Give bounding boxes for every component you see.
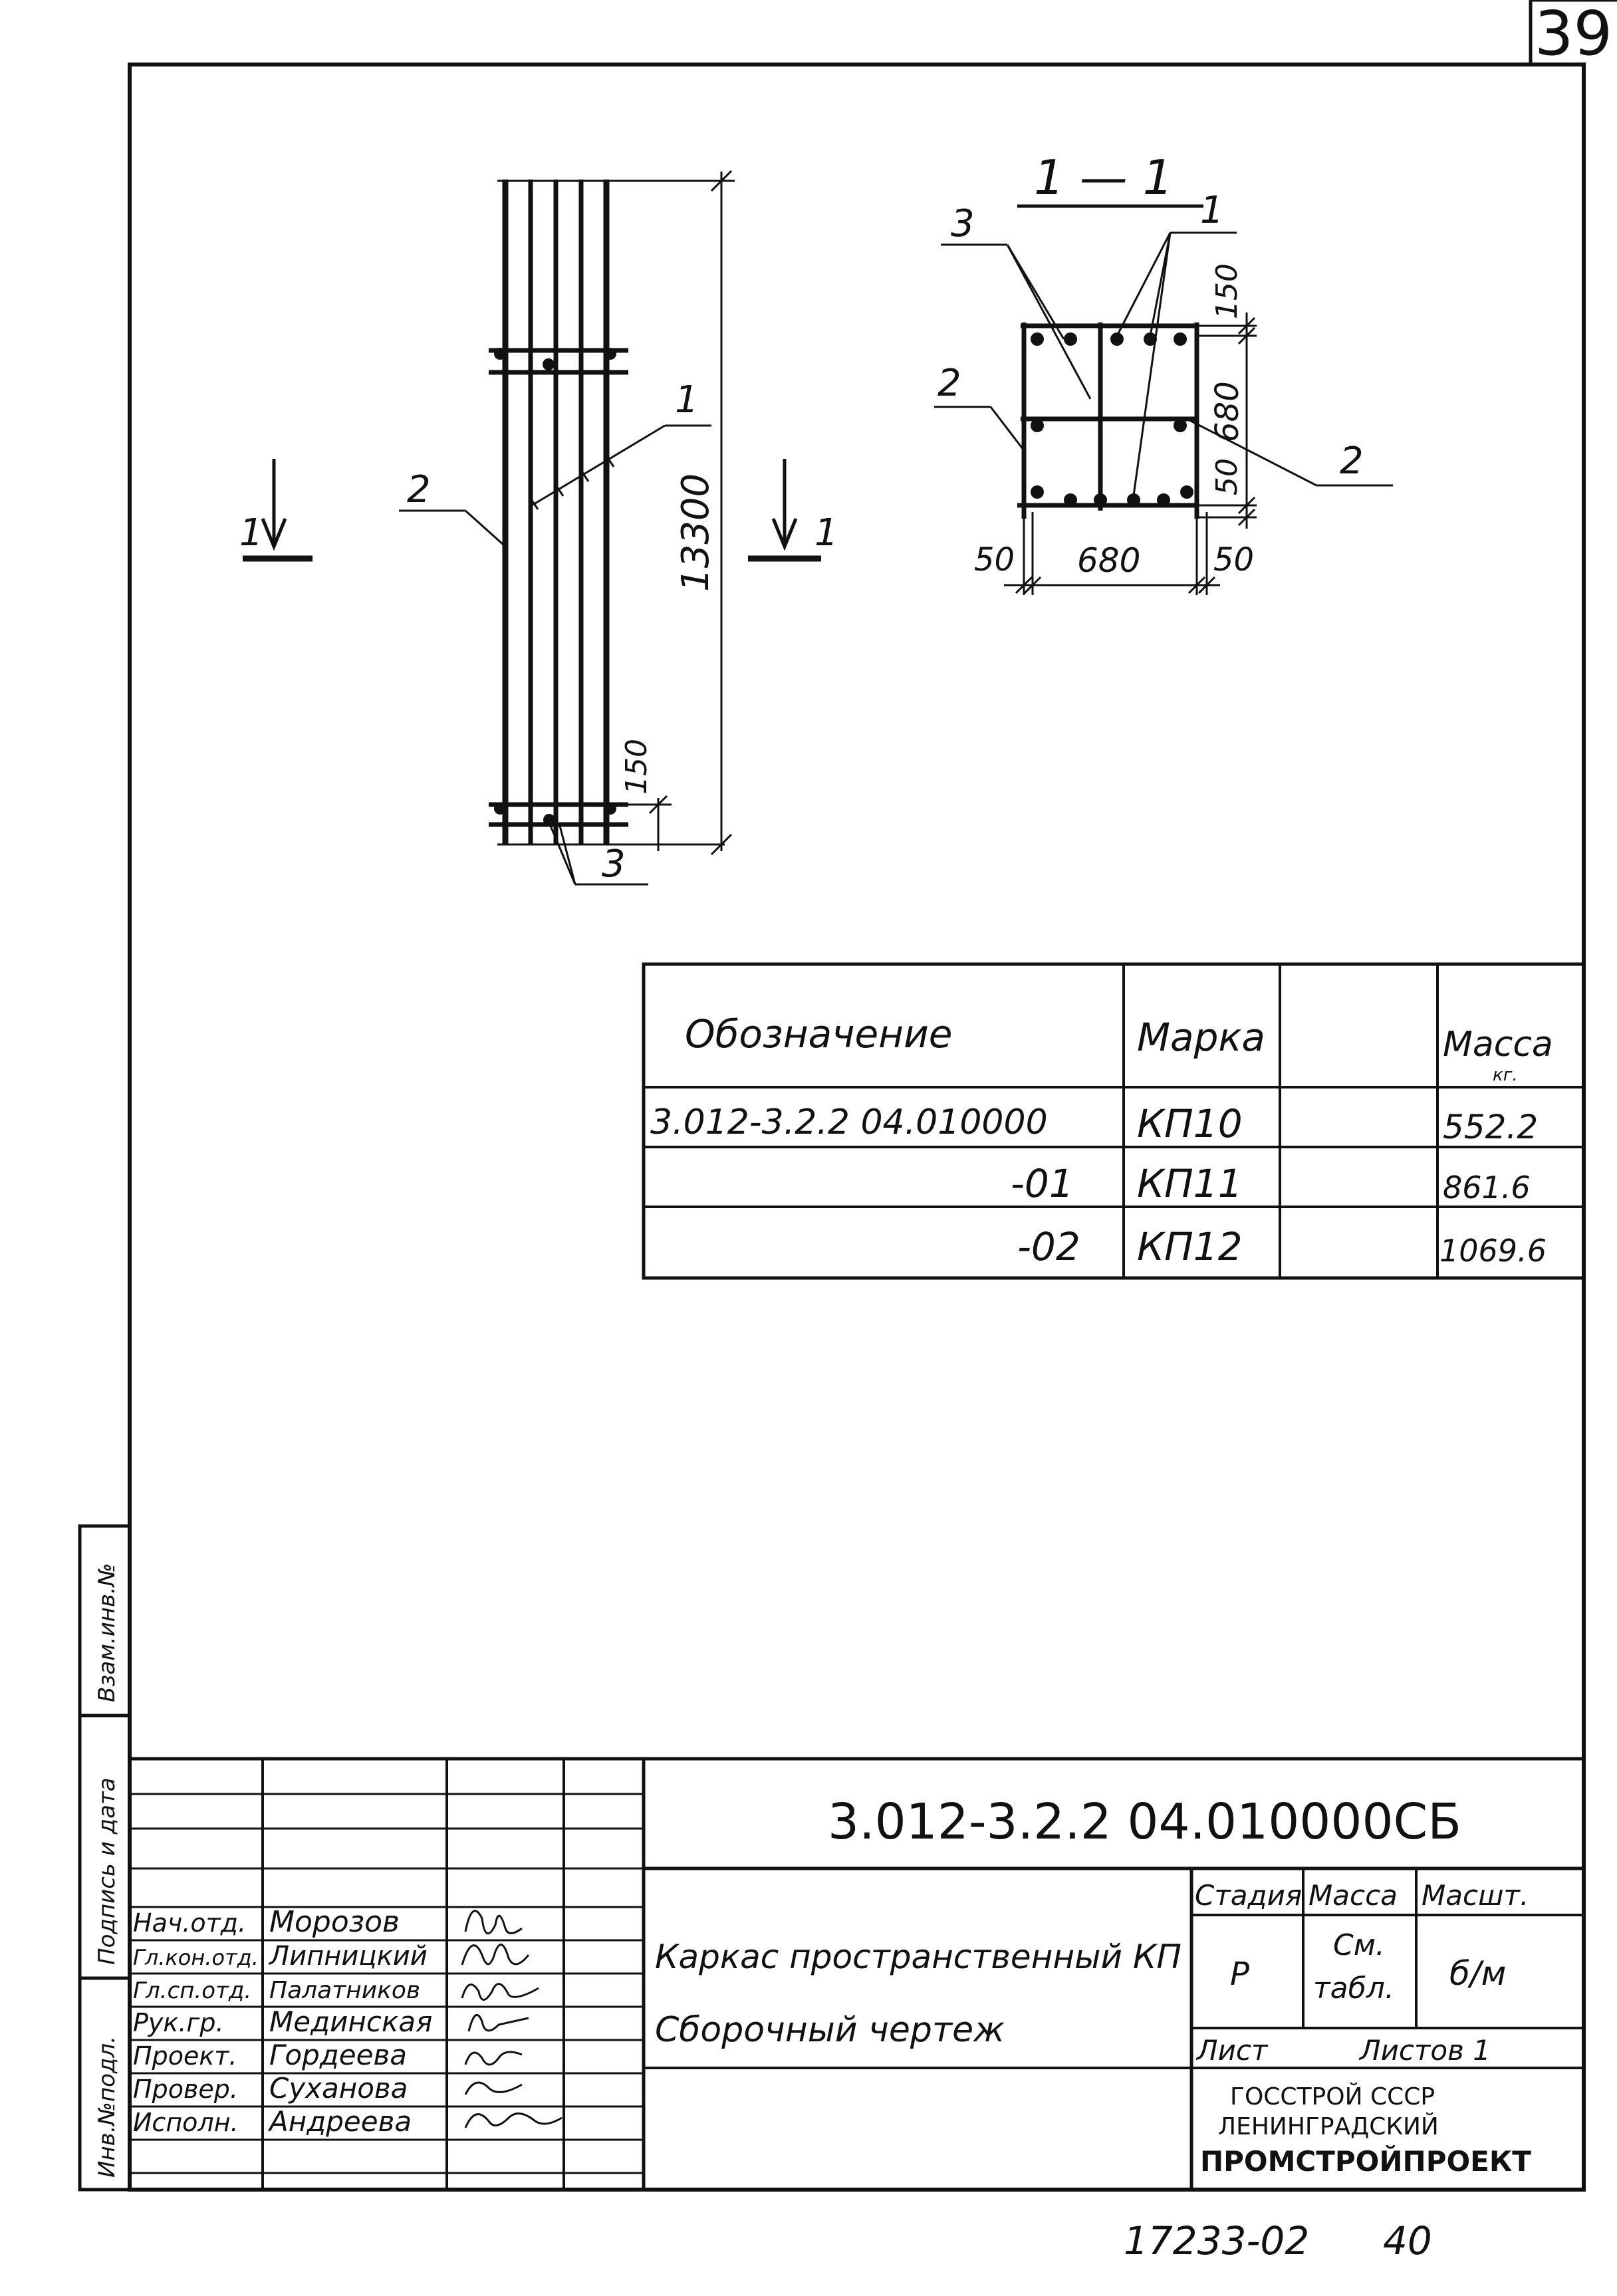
staff-name: Мединская [269,2005,432,2038]
sect-dim-right-mid: 680 [1209,381,1246,442]
elevation-view: 13300 150 1 2 3 1 1 [239,170,838,886]
side-strip-podpis: Подпись и дата [94,1777,120,1965]
org-line-1: ГОССТРОЙ СССР [1230,2083,1435,2110]
staff-name: Суханова [269,2072,408,2105]
sect-dim-right-bot: 50 [1210,458,1244,495]
section-view: 1 — 1 3 1 2 2 [934,150,1393,595]
org-line-2: ЛЕНИНГРАДСКИЙ [1218,2112,1439,2140]
elev-callout-1: 1 [675,378,699,422]
side-strip: Взам.инв.№ Подпись и дата Инв.№подл. [78,1524,132,2192]
staff-role: Гл.сп.отд. [133,1977,251,2004]
staff-name: Палатников [269,1977,420,2004]
page-number: 39 [1535,0,1612,69]
drawing-type: Сборочный чертеж [655,2010,1005,2050]
org-line-3: ПРОМСТРОЙПРОЕКТ [1200,2144,1531,2178]
spec-header-designation: Обозначение [685,1011,952,1057]
staff-role: Провер. [133,2075,238,2104]
staff-name: Андреева [267,2105,412,2138]
spec-row-mass: 861.6 [1443,1170,1531,1206]
spec-row-designation: -02 [1017,1224,1080,1269]
scale-header: Масшт. [1422,1879,1529,1912]
section-mark-right: 1 [814,511,838,555]
spec-row-designation: -01 [1011,1161,1074,1206]
dim-end: 150 [620,739,654,795]
sect-callout-2-left: 2 [937,362,961,405]
staff-name: Гордеева [269,2039,407,2071]
signatures [461,1910,562,2128]
spec-row-mass: 1069.6 [1439,1233,1547,1269]
spec-row-mark: КП12 [1137,1224,1243,1269]
mass-value-line1: См. [1333,1928,1385,1962]
side-strip-vzam: Взам.инв.№ [94,1563,120,1702]
sect-dim-bottom-right: 50 [1213,541,1254,578]
staff-role: Проект. [133,2041,237,2071]
sheets-label: Листов 1 [1358,2034,1491,2067]
dim-total: 13300 [674,473,717,592]
scale-value: б/м [1449,1954,1506,1993]
elev-callout-3: 3 [602,842,626,886]
spec-row-mark: КП10 [1137,1101,1243,1146]
doc-number: 3.012-3.2.2 04.010000СБ [828,1793,1461,1850]
spec-header-mark: Марка [1137,1015,1265,1060]
staff-name: Липницкий [268,1941,428,1972]
staff-name: Морозов [269,1905,400,1939]
sect-dim-bottom-mid: 680 [1077,541,1140,580]
section-mark-left: 1 [239,511,263,555]
staff-role: Гл.кон.отд. [133,1945,259,1970]
sect-dim-right-top: 150 [1210,263,1244,319]
mass-value-line2: табл. [1313,1972,1394,2005]
title-block: Нач.отд. Морозов Гл.кон.отд. Липницкий Г… [130,1757,1584,2190]
stage-header: Стадия [1195,1879,1302,1912]
spec-row-mass: 552.2 [1443,1108,1538,1146]
staff-role: Исполн. [133,2108,239,2137]
stage-value: Р [1230,1956,1249,1993]
spec-table: Обозначение Марка Масса кг. 3.012-3.2.2 … [642,962,1586,1280]
spec-header-mass-unit: кг. [1493,1065,1518,1085]
elev-callout-2: 2 [407,468,431,511]
sect-callout-3: 3 [951,202,975,245]
sheet-label: Лист [1195,2034,1269,2067]
sect-dim-bottom-left: 50 [974,541,1015,578]
section-title: 1 — 1 [1034,150,1173,205]
mass-header: Масса [1308,1879,1398,1912]
footer-page: 40 [1383,2218,1432,2263]
side-strip-inv: Инв.№подл. [94,2036,120,2178]
item-name: Каркас пространственный КП [655,1938,1182,1976]
spec-header-mass: Масса [1443,1025,1553,1065]
staff-role: Нач.отд. [133,1908,246,1938]
sect-callout-2-right: 2 [1340,440,1364,483]
sect-callout-1: 1 [1200,189,1224,232]
staff-role: Рук.гр. [133,2008,224,2037]
spec-row-designation: 3.012-3.2.2 04.010000 [650,1102,1048,1142]
archive-number: 17233-02 [1124,2218,1309,2263]
spec-row-mark: КП11 [1137,1161,1243,1206]
page-number-box [1529,0,1617,64]
